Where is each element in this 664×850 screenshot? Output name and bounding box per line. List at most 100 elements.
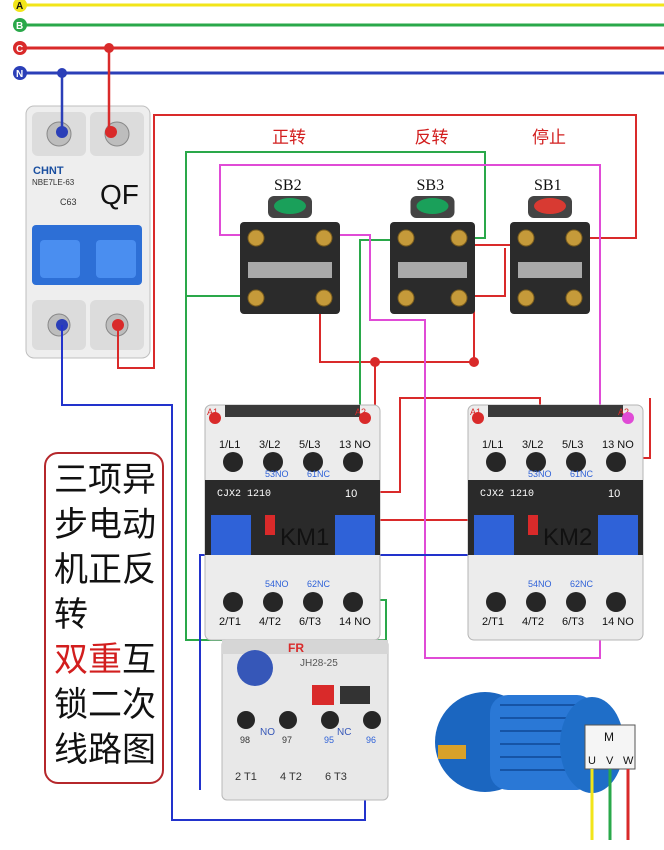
button-sb2[interactable]: 正转 SB2 [240, 128, 340, 314]
title-segment: 转 [54, 595, 88, 635]
top-terminal-label: 1/L1 [482, 439, 503, 451]
breaker-brand: CHNT [33, 165, 64, 177]
neutral-label: N [16, 69, 23, 80]
top-terminal-label: 13 NO [339, 439, 371, 451]
title-line: 三项异 [54, 460, 156, 500]
title-line: 步电动 [54, 505, 156, 545]
overload-bottom-label: 4 T2 [280, 771, 302, 783]
contactor-name: KM1 [280, 524, 329, 551]
bottom-terminal-label: 2/T1 [219, 616, 241, 628]
supply-lines [13, 0, 664, 80]
aux-contact-label: 62NC [307, 579, 331, 589]
phase-c-badge [13, 41, 27, 55]
contactor-model: CJX2 1210 [217, 489, 271, 500]
title-segment: 机正反 [54, 550, 156, 590]
title-segment: 三项异 [54, 460, 156, 500]
phase-a-badge [13, 0, 27, 12]
overload-top-label: 98 [240, 735, 250, 745]
top-terminal-screw [343, 452, 363, 472]
phase-b-badge [13, 18, 27, 32]
blue-control-wire [61, 325, 366, 821]
overload-no: NO [260, 727, 275, 738]
aux-contact-label: 53NO [265, 469, 289, 479]
top-terminal-label: 5/L3 [299, 439, 320, 451]
button-sb3[interactable]: 反转 SB3 [390, 128, 475, 314]
bottom-terminal-screw [606, 592, 626, 612]
overload-bottom-label: 2 T1 [235, 771, 257, 783]
phase-c-label: C [16, 44, 23, 55]
top-terminal-screw [486, 452, 506, 472]
aux-contact-label: 62NC [570, 579, 594, 589]
overload-top-label: 95 [324, 735, 334, 745]
magenta-return-wire [305, 234, 601, 659]
title-line: 线路图 [54, 730, 156, 770]
overload-top-label: 97 [282, 735, 292, 745]
title-line: 机正反 [54, 550, 156, 590]
top-terminal-label: 1/L1 [219, 439, 240, 451]
top-terminal-label: 3/L2 [259, 439, 280, 451]
bottom-terminal-screw [303, 592, 323, 612]
title-box: 三项异步电动机正反转双重互锁二次线路图 [44, 452, 164, 784]
top-terminal-screw [526, 452, 546, 472]
button-cap[interactable] [274, 198, 306, 214]
overload-top-label: 96 [366, 735, 376, 745]
breaker-qf: CHNT NBE7LE-63 C63 QF [25, 105, 151, 359]
motor-term-w: W [623, 755, 634, 767]
push-buttons: 正转 SB2 反转 SB3 停止 SB1 [240, 128, 590, 314]
neutral-badge [13, 66, 27, 80]
aux-contact-label: 54NO [528, 579, 552, 589]
title-line: 转 [54, 595, 88, 635]
bottom-terminal-label: 2/T1 [482, 616, 504, 628]
title-segment: 双重 [54, 640, 122, 680]
top-terminal-screw [303, 452, 323, 472]
button-sb1[interactable]: 停止 SB1 [510, 128, 590, 314]
breaker-model: NBE7LE-63 [32, 178, 75, 187]
bottom-terminal-screw [223, 592, 243, 612]
motor: M U V W [435, 692, 636, 840]
overload-dial [237, 650, 273, 686]
button-caption: 正转 [272, 128, 306, 148]
contactor-model: CJX2 1210 [480, 489, 534, 500]
top-terminal-label: 5/L3 [562, 439, 583, 451]
bottom-terminal-screw [263, 592, 283, 612]
contactor-code: 10 [345, 488, 357, 500]
button-cap[interactable] [416, 198, 449, 214]
bottom-terminal-screw [343, 592, 363, 612]
button-caption: 停止 [532, 128, 566, 148]
coil-a1-label: A1 [470, 407, 481, 417]
top-terminal-screw [263, 452, 283, 472]
button-name: SB2 [274, 177, 302, 194]
bottom-terminal-label: 6/T3 [562, 616, 584, 628]
overload-label: FR [288, 641, 304, 655]
button-caption: 反转 [415, 128, 449, 148]
phase-b-label: B [16, 21, 23, 32]
bottom-terminal-screw [566, 592, 586, 612]
coil-a2-label: A2 [355, 407, 366, 417]
aux-contact-label: 61NC [307, 469, 331, 479]
contactor-name: KM2 [543, 524, 592, 551]
title-segment: 锁二次 [54, 685, 156, 725]
breaker-rating: C63 [60, 197, 77, 207]
button-name: SB1 [534, 177, 562, 194]
contactor-code: 10 [608, 488, 620, 500]
button-name: SB3 [417, 177, 445, 194]
bottom-terminal-label: 14 NO [602, 616, 634, 628]
overload-bottom-label: 6 T3 [325, 771, 347, 783]
bottom-terminal-label: 4/T2 [522, 616, 544, 628]
title-segment: 线路图 [54, 730, 156, 770]
coil-a1-label: A1 [207, 407, 218, 417]
title-line: 锁二次 [54, 685, 156, 725]
motor-term-v: V [606, 755, 614, 767]
magenta-control-wire [219, 164, 601, 405]
motor-label: M [604, 730, 614, 744]
title-segment: 互 [122, 640, 156, 680]
title-line: 双重互 [54, 640, 156, 680]
aux-contact-label: 53NO [528, 469, 552, 479]
button-cap[interactable] [534, 198, 566, 214]
top-terminal-screw [566, 452, 586, 472]
coil-a2-label: A2 [618, 407, 629, 417]
